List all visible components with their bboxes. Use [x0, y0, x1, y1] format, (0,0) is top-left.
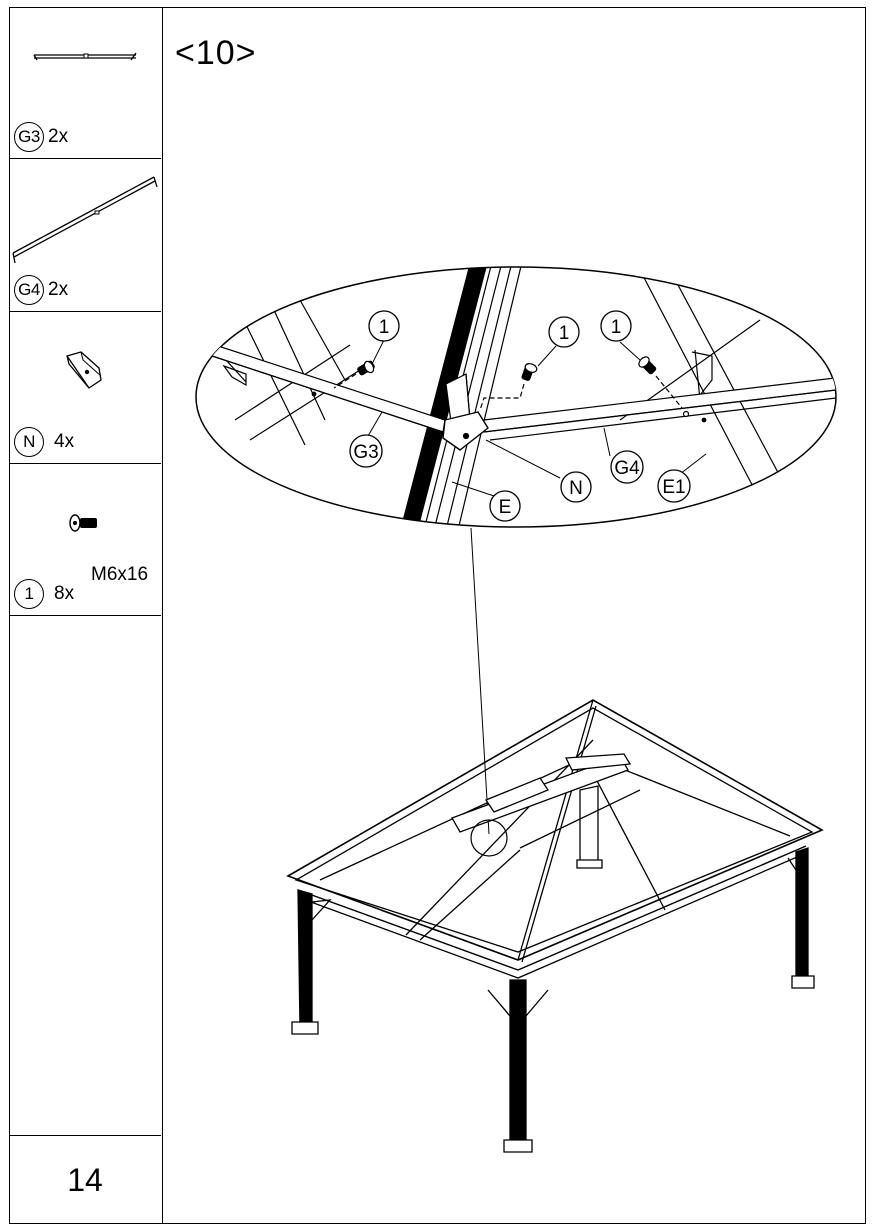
part-label-n: N 4x	[14, 427, 74, 457]
parts-sidebar: G3 2x G4 2x N 4x	[9, 7, 163, 1224]
callout-e1: E1	[657, 469, 691, 503]
short-beam-icon	[33, 52, 137, 61]
detail-connector	[470, 527, 490, 835]
part-label-g4: G4 2x	[14, 275, 68, 305]
callout-label: N	[569, 478, 583, 499]
part-code: N	[14, 427, 44, 457]
part-spec: M6x16	[91, 564, 149, 585]
empty-cell	[9, 616, 161, 1136]
bolt-icon	[479, 363, 538, 411]
bolt-icon	[69, 514, 97, 532]
page-number: 14	[67, 1162, 103, 1198]
callout-label: G4	[614, 458, 640, 479]
callout-g3: G3	[349, 434, 383, 468]
bolt-icon	[333, 360, 375, 389]
part-qty: 8x	[54, 583, 75, 604]
part-cell-g4: G4 2x	[9, 159, 161, 312]
callout-e: E	[489, 490, 521, 522]
detail-view: 1 1 1 G3 G4 N	[195, 266, 837, 528]
callout-label: 1	[559, 323, 570, 344]
bolt-icon	[638, 356, 683, 409]
part-cell-n: N 4x	[9, 312, 161, 464]
callout-label: G3	[353, 442, 378, 463]
callout-label: 1	[611, 317, 622, 338]
corner-bracket-icon	[66, 351, 102, 389]
part-qty: 2x	[48, 279, 69, 300]
page-number-cell: 14	[9, 1136, 161, 1222]
callout-label: E	[499, 497, 512, 518]
part-code: G3	[14, 122, 44, 152]
part-label-g3: G3 2x	[14, 122, 68, 152]
step-number: <10>	[175, 34, 257, 72]
gazebo-illustration	[286, 699, 824, 1153]
part-code: G4	[14, 275, 44, 305]
callout-label: E1	[662, 477, 685, 498]
long-rafter-icon	[12, 176, 158, 264]
callout-bolt-3: 1	[600, 310, 632, 342]
callout-label: 1	[379, 317, 390, 338]
callout-bolt-2: 1	[548, 316, 580, 348]
part-code: 1	[14, 579, 44, 609]
callout-bolt-1: 1	[368, 310, 400, 342]
part-label-bolt: 1 8x	[14, 579, 74, 609]
callout-g4: G4	[610, 450, 644, 484]
part-qty: 4x	[54, 431, 75, 452]
callout-n: N	[560, 471, 592, 503]
part-cell-bolt: 1 8x M6x16	[9, 464, 161, 616]
part-qty: 2x	[48, 126, 69, 147]
part-cell-g3: G3 2x	[9, 7, 161, 159]
